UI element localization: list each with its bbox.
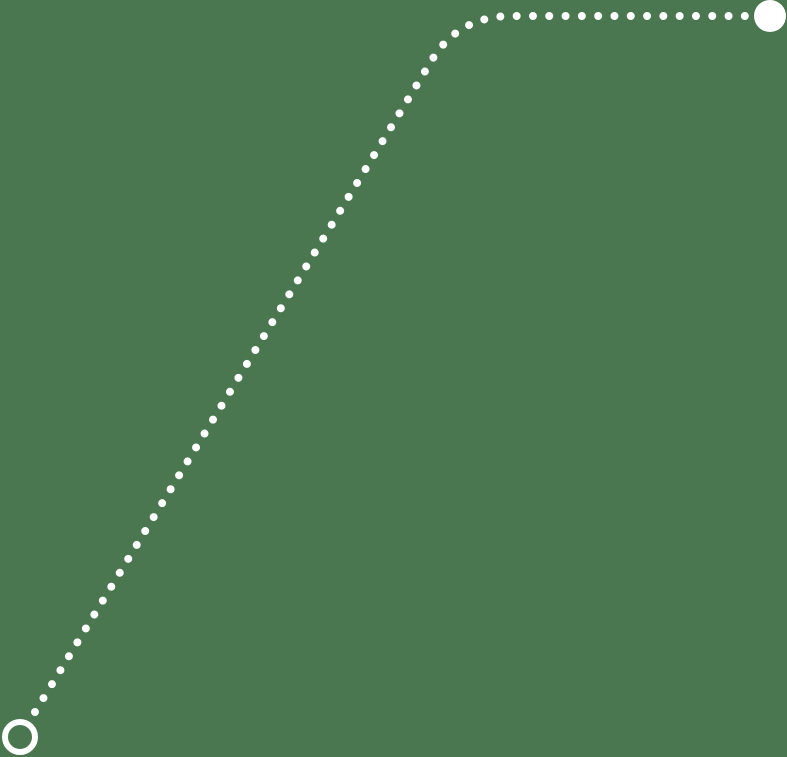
dotted-connector-line — [31, 12, 756, 716]
end-node-filled-circle — [754, 0, 786, 32]
start-node-open-circle — [2, 719, 38, 755]
